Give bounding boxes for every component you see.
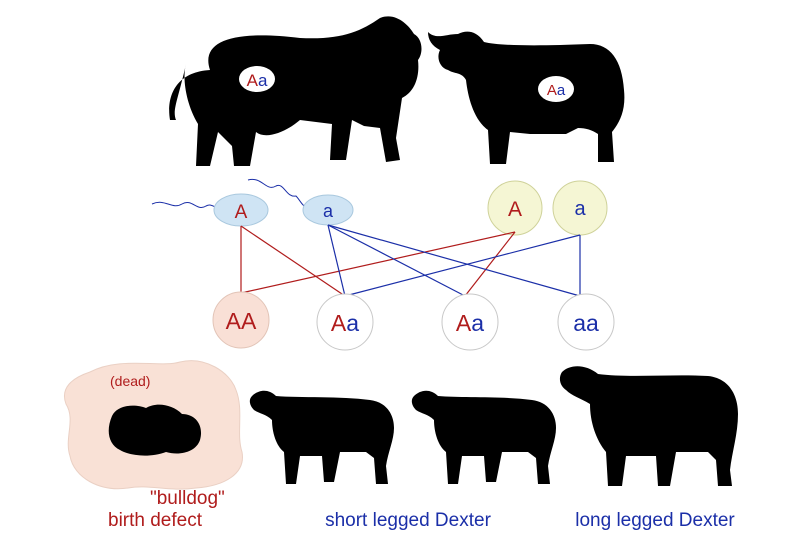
genotype-circle [557, 293, 615, 351]
genotype-label: Aa [456, 310, 484, 336]
sperm-allele: a [323, 201, 334, 221]
sperm-gametes: A a [151, 178, 354, 227]
cow-genotype-badge: Aa [538, 76, 574, 102]
short-legged-caption: short legged Dexter [325, 510, 491, 531]
dead-label: (dead) [110, 373, 150, 389]
genotype-label: AA [226, 308, 257, 334]
line-egg-A-to-AA [240, 231, 516, 294]
sperm-tail [247, 178, 308, 209]
long-legged-calf [559, 366, 738, 486]
genotype-circle [212, 291, 270, 349]
genotype-label: Aa [331, 310, 359, 336]
bull-genotype-badge: Aa [239, 66, 275, 92]
birth-defect-caption: birth defect [108, 510, 203, 531]
genotype-label: aa [573, 310, 599, 336]
bull-silhouette [169, 16, 422, 167]
bull-genotype-label: Aa [247, 71, 268, 90]
cross-lines [240, 224, 581, 297]
egg-allele: a [574, 198, 586, 220]
line-sperm-a-to-Aa-right [327, 224, 466, 297]
genotype-circle [316, 293, 374, 351]
short-legged-calf [249, 390, 394, 484]
long-legged-caption: long legged Dexter [575, 510, 735, 531]
bulldog-calf: (dead) [64, 360, 243, 490]
cow-genotype-label: Aa [547, 82, 566, 99]
genotype-circle [441, 293, 499, 351]
offspring-genotypes: AA Aa Aa aa [212, 291, 615, 351]
egg-gametes: A a [487, 180, 608, 236]
sperm-tail [151, 201, 223, 210]
bull-genotype-oval [239, 66, 275, 92]
short-legged-calf [411, 390, 556, 484]
egg-cell [487, 180, 543, 236]
line-sperm-a-to-aa [327, 224, 581, 297]
line-sperm-a-to-Aa [327, 224, 346, 297]
cow-silhouette [428, 31, 625, 164]
line-sperm-A-to-Aa [240, 225, 346, 297]
sperm-allele: A [235, 202, 248, 223]
egg-allele: A [508, 198, 522, 221]
bulldog-calf-silhouette [108, 404, 202, 456]
bulldog-caption: "bulldog" [150, 488, 225, 509]
line-egg-a-to-Aa [344, 234, 581, 297]
line-egg-A-to-Aa [464, 231, 516, 297]
cow-genotype-oval [538, 76, 574, 102]
